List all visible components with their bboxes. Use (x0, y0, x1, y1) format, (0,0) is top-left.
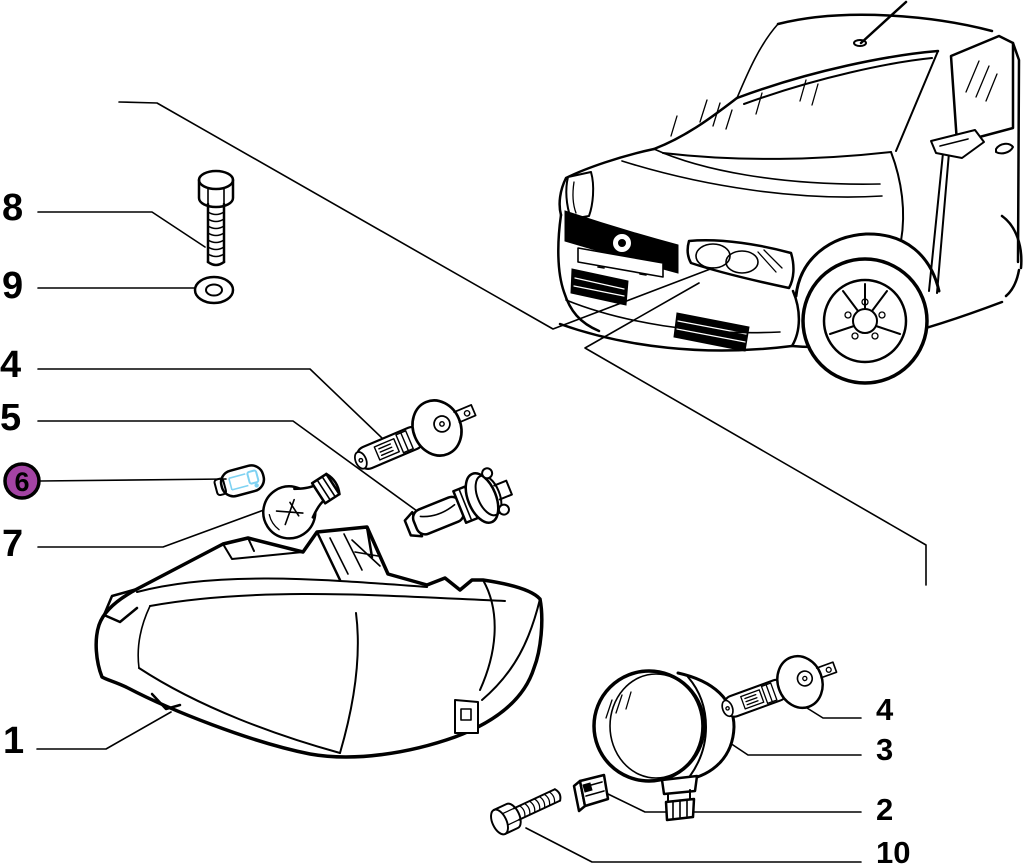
car-front-wheel (794, 232, 941, 385)
leader-5 (37, 420, 418, 512)
car-bumper-strip (577, 247, 664, 278)
callout-badge-circle (3, 462, 41, 500)
car-hood (558, 147, 656, 217)
callout-6: 6 (14, 467, 29, 497)
headlamp-assembly-icon[interactable] (94, 525, 544, 759)
car-door-handle (995, 142, 1014, 155)
mounting-clip-icon[interactable] (572, 773, 610, 813)
callout-7[interactable]: 7 (2, 523, 23, 565)
leader-8 (37, 211, 206, 248)
car-rear-wheel-arch (1000, 214, 1023, 298)
halogen-bulb-icon[interactable] (398, 463, 519, 552)
flat-washer-icon[interactable] (193, 275, 235, 305)
leader-lines (36, 211, 862, 863)
leader-10 (525, 827, 862, 863)
signal-bulb-icon[interactable] (253, 461, 349, 549)
fog-lamp-icon[interactable] (592, 669, 736, 822)
callouts: 8 9 4 5 6 7 1 4 3 2 10 (0, 187, 910, 865)
leader-7 (37, 506, 273, 548)
zone-lines (118, 101, 927, 586)
callout-2[interactable]: 2 (876, 792, 893, 827)
callout-4-left[interactable]: 4 (0, 344, 21, 386)
callout-8[interactable]: 8 (2, 187, 23, 229)
callout-3[interactable]: 3 (876, 732, 893, 767)
callout-10[interactable]: 10 (876, 835, 910, 865)
car-door-edge (928, 140, 951, 294)
car-bumper (557, 213, 601, 333)
car-mirror (930, 129, 985, 159)
wedge-bulb-icon[interactable] (213, 463, 267, 501)
zone-line-headlamp (118, 101, 714, 330)
callout-1[interactable]: 1 (3, 720, 24, 762)
callout-6-badge[interactable]: 6 (3, 462, 41, 500)
car-antenna (859, 0, 908, 45)
car-door-window (949, 34, 1015, 145)
callout-9[interactable]: 9 (2, 265, 23, 307)
hex-bolt-icon[interactable] (197, 169, 235, 267)
callout-5[interactable]: 5 (0, 397, 21, 439)
zone-line-foglamp (584, 282, 927, 586)
bulb-holder-connector-icon[interactable] (343, 384, 487, 490)
leader-1 (36, 711, 172, 750)
car-windshield (735, 49, 940, 100)
leader-4-left (37, 368, 384, 440)
leader-6 (39, 478, 227, 482)
car-illustration (557, 0, 1023, 385)
windshield-hatching (670, 79, 819, 137)
car-left-headlight (565, 171, 595, 220)
car-intake-left (570, 268, 629, 306)
leader-2 (607, 793, 862, 813)
car-roof (776, 13, 994, 33)
callout-4-right[interactable]: 4 (876, 692, 894, 727)
